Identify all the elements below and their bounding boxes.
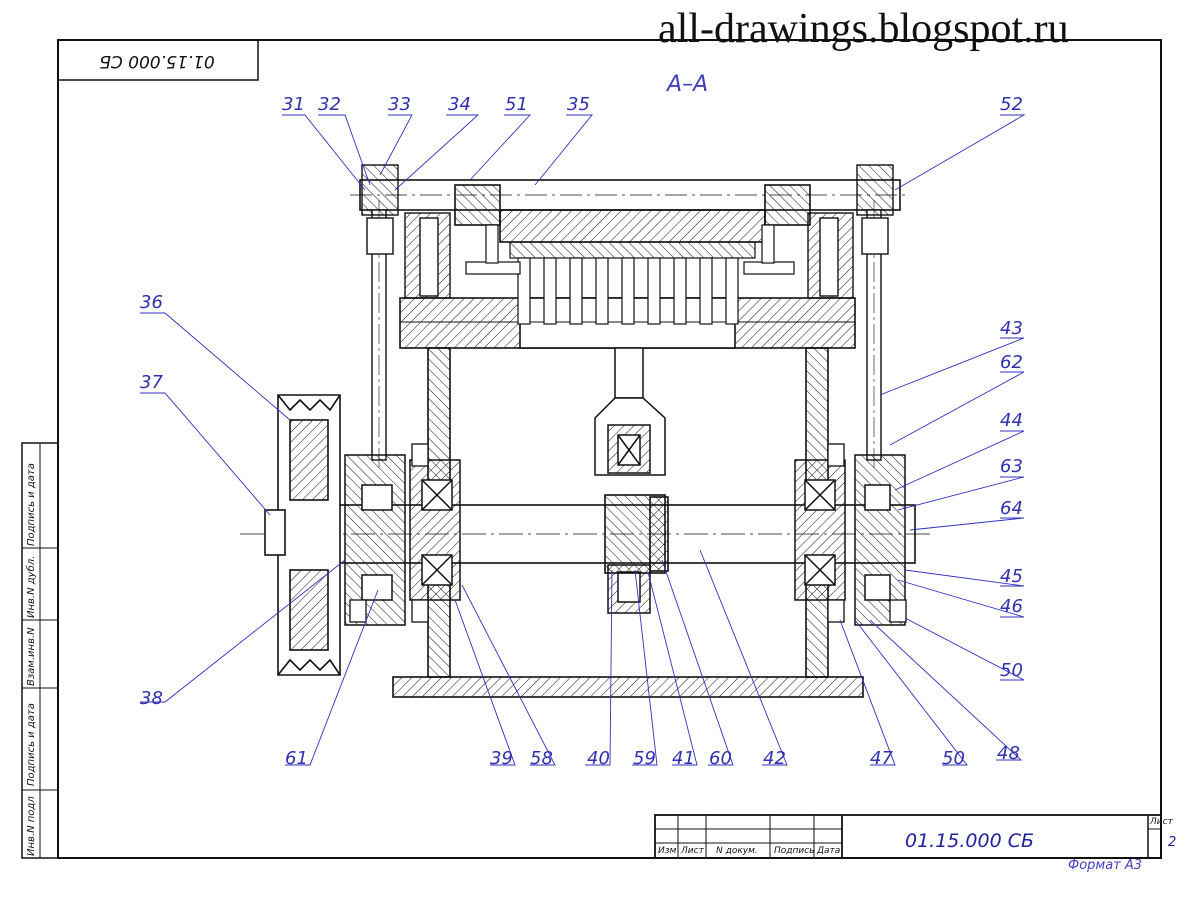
callout-61: 61 (285, 748, 308, 769)
tb-designation: 01.15.000 СБ (905, 830, 1035, 852)
callout-51: 51 (505, 94, 528, 115)
leader-lines (140, 114, 1026, 766)
callout-44: 44 (1000, 410, 1023, 431)
left-bearing-housing (344, 454, 461, 626)
callout-58: 58 (530, 748, 553, 769)
callout-50-right: 50 (1000, 660, 1023, 681)
callout-45: 45 (1000, 566, 1023, 587)
callout-64: 64 (1000, 498, 1023, 519)
format-label: Формат А3 (1068, 858, 1143, 873)
side-label-sign-date-1: Подпись и дата (26, 703, 37, 786)
side-label-sign-date-2: Подпись и дата (26, 463, 37, 546)
callout-33: 33 (388, 94, 411, 115)
tb-col-sheet: Лист (681, 846, 704, 856)
right-bearing-housing (794, 454, 906, 626)
v-belt-pulley (264, 394, 341, 676)
corner-stamp-code: 01.15.000 СБ (99, 51, 215, 71)
section-title: A–A (667, 72, 709, 97)
base-plate (392, 676, 864, 698)
callout-41: 41 (672, 748, 695, 769)
tb-sheet-number: 2 (1168, 835, 1177, 850)
callout-36: 36 (140, 292, 163, 313)
callout-62: 62 (1000, 352, 1023, 373)
connecting-rod (594, 347, 666, 614)
watermark-text: all-drawings.blogspot.ru (658, 6, 1069, 52)
side-label-inv-orig: Инв.N подл (26, 796, 37, 856)
tie-rods (361, 164, 894, 470)
callout-38: 38 (140, 688, 163, 709)
side-label-replace-inv: Взам.инв.N (26, 627, 37, 686)
callout-47: 47 (870, 748, 893, 769)
tb-sheet-label: Лист (1150, 817, 1173, 827)
tb-col-signature: Подпись (774, 846, 815, 856)
callout-52: 52 (1000, 94, 1023, 115)
callout-42: 42 (763, 748, 786, 769)
spring-guides (404, 212, 854, 299)
callout-46: 46 (1000, 596, 1023, 617)
top-bar (350, 179, 910, 243)
drawing-frame (21, 39, 1162, 859)
frame-bolts (349, 443, 907, 623)
tb-col-date: Дата (817, 846, 841, 856)
callout-63: 63 (1000, 456, 1023, 477)
callout-40: 40 (587, 748, 610, 769)
callout-32: 32 (318, 94, 341, 115)
punch-pins (465, 224, 795, 325)
callout-60: 60 (709, 748, 732, 769)
tb-col-change: Изм (658, 846, 677, 856)
callout-43: 43 (1000, 318, 1023, 339)
callout-31: 31 (282, 94, 305, 115)
tb-col-docnum: N докум. (716, 846, 758, 856)
callout-48: 48 (997, 743, 1020, 764)
title-block (654, 814, 1162, 859)
callout-39: 39 (490, 748, 513, 769)
callout-35: 35 (567, 94, 590, 115)
callout-59: 59 (633, 748, 656, 769)
callout-37: 37 (140, 372, 163, 393)
callout-50-bottom: 50 (942, 748, 965, 769)
callout-34: 34 (448, 94, 471, 115)
side-label-inv-dup: Инв.N дубл. (26, 555, 37, 618)
